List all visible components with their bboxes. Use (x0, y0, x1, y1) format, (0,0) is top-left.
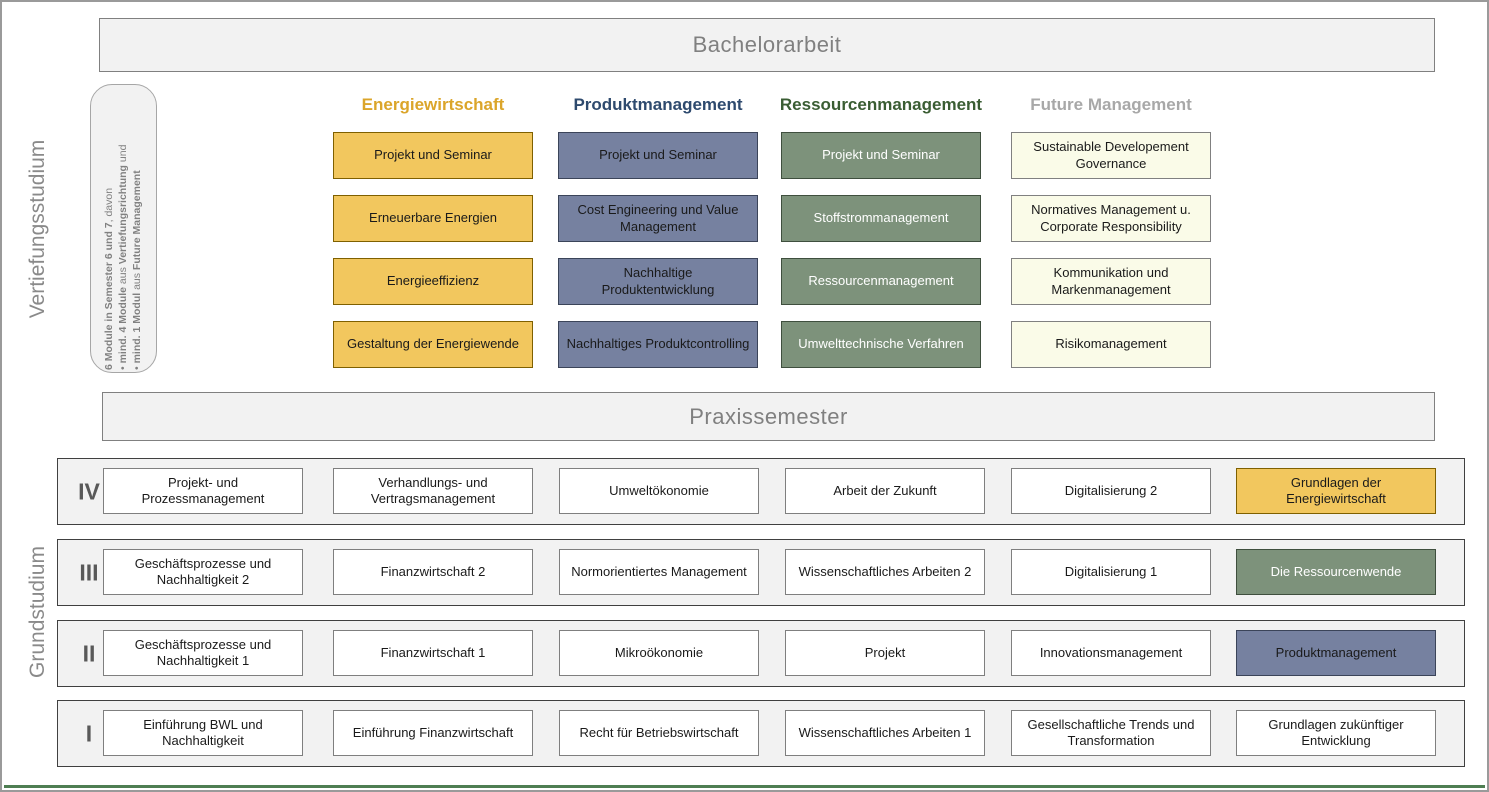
module-box: Finanzwirtschaft 1 (333, 630, 533, 676)
module-box: Digitalisierung 2 (1011, 468, 1211, 514)
track-energiewirtschaft-header: Energiewirtschaft (361, 94, 505, 114)
grundstudium-label: Grundstudium (26, 546, 49, 678)
module-box: Recht für Betriebswirtschaft (559, 710, 759, 756)
praxissemester-label: Praxissemester (689, 403, 848, 429)
bachelorarbeit-label: Bachelorarbeit (692, 32, 842, 57)
track-produktmanagement: Produktmanagement Projekt und Seminar Co… (558, 92, 758, 384)
module-box: Risikomanagement (1011, 321, 1211, 368)
module-box: Projekt und Seminar (781, 132, 981, 179)
note-line-1: 6 Module in Semester 6 und 7, davon (102, 187, 115, 370)
module-box: Geschäftsprozesse und Nachhaltigkeit 2 (103, 549, 303, 595)
semester-row-4: IV Projekt- und Prozessmanagement Verhan… (57, 458, 1465, 525)
module-rule-note: 6 Module in Semester 6 und 7, davon • mi… (90, 84, 157, 373)
semester-row-2: II Geschäftsprozesse und Nachhaltigkeit … (57, 620, 1465, 687)
module-box: Einführung Finanzwirtschaft (333, 710, 533, 756)
module-box-ressourcen: Die Ressourcenwende (1236, 549, 1436, 595)
module-box: Mikroökonomie (559, 630, 759, 676)
module-box: Projekt und Seminar (333, 132, 533, 179)
track-ressourcenmanagement-header: Ressourcenmanagement (779, 94, 983, 114)
semester-row-1: I Einführung BWL und Nachhaltigkeit Einf… (57, 700, 1465, 767)
module-box: Normatives Management u. Corporate Respo… (1011, 195, 1211, 242)
module-box-energie: Grundlagen der Energiewirtschaft (1236, 468, 1436, 514)
track-ressourcenmanagement: Ressourcenmanagement Projekt und Seminar… (779, 92, 983, 384)
module-box: Projekt- und Prozessmanagement (103, 468, 303, 514)
module-box: Verhandlungs- und Vertragsmanagement (333, 468, 533, 514)
footer-accent-line (4, 785, 1485, 788)
module-box: Normorientiertes Management (559, 549, 759, 595)
track-future-management: Future Management Sustainable Developeme… (1011, 92, 1211, 384)
semester-numeral: I (85, 720, 93, 746)
vertiefungsstudium-label: Vertiefungsstudium (26, 139, 49, 319)
module-box: Digitalisierung 1 (1011, 549, 1211, 595)
module-box: Nachhaltiges Produktcontrolling (558, 321, 758, 368)
module-box: Arbeit der Zukunft (785, 468, 985, 514)
semester-numeral: II (82, 640, 96, 666)
module-box: Finanzwirtschaft 2 (333, 549, 533, 595)
module-box-produkt: Produktmanagement (1236, 630, 1436, 676)
module-box: Erneuerbare Energien (333, 195, 533, 242)
module-box: Gesellschaftliche Trends und Transformat… (1011, 710, 1211, 756)
praxissemester-bar: Praxissemester (102, 392, 1435, 441)
module-box: Wissenschaftliches Arbeiten 1 (785, 710, 985, 756)
module-box: Ressourcenmanagement (781, 258, 981, 305)
semester-row-3: III Geschäftsprozesse und Nachhaltigkeit… (57, 539, 1465, 606)
module-box: Grundlagen zukünftiger Entwicklung (1236, 710, 1436, 756)
bachelorarbeit-bar: Bachelorarbeit (99, 18, 1435, 72)
module-box: Umwelttechnische Verfahren (781, 321, 981, 368)
module-box: Stoffstrommanagement (781, 195, 981, 242)
track-energiewirtschaft: Energiewirtschaft Projekt und Seminar Er… (333, 92, 533, 384)
module-box: Nachhaltige Produktentwicklung (558, 258, 758, 305)
track-produktmanagement-header: Produktmanagement (573, 94, 743, 114)
module-box: Projekt (785, 630, 985, 676)
module-box: Gestaltung der Energiewende (333, 321, 533, 368)
module-box: Innovationsmanagement (1011, 630, 1211, 676)
track-future-management-header: Future Management (1030, 94, 1192, 114)
module-box: Projekt und Seminar (558, 132, 758, 179)
module-rule-note-text: 6 Module in Semester 6 und 7, davon • mi… (102, 88, 145, 370)
semester-numeral: III (79, 559, 99, 585)
note-line-3: • mind. 1 Modul aus Future Management (130, 169, 143, 370)
note-line-2: • mind. 4 Module aus Vertiefungsrichtung… (116, 144, 129, 370)
module-box: Geschäftsprozesse und Nachhaltigkeit 1 (103, 630, 303, 676)
module-box: Umweltökonomie (559, 468, 759, 514)
module-box: Cost Engineering und Value Management (558, 195, 758, 242)
module-box: Kommunikation und Markenmanagement (1011, 258, 1211, 305)
module-box: Einführung BWL und Nachhaltigkeit (103, 710, 303, 756)
module-box: Energieeffizienz (333, 258, 533, 305)
module-box: Wissenschaftliches Arbeiten 2 (785, 549, 985, 595)
module-box: Sustainable Developement Governance (1011, 132, 1211, 179)
semester-numeral: IV (78, 478, 100, 504)
